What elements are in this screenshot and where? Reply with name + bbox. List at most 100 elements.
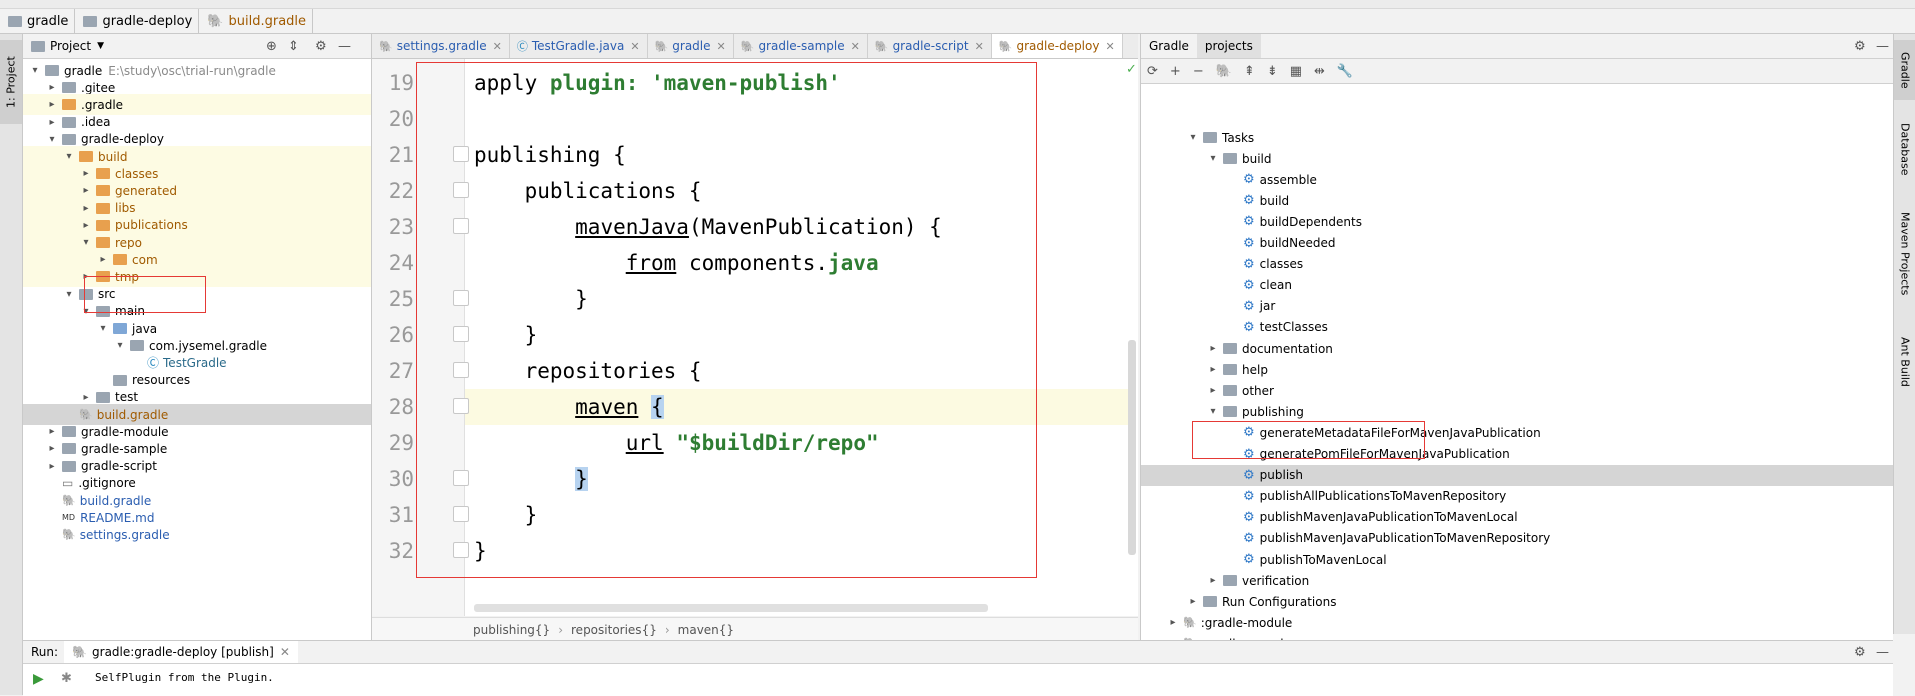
gradle-tree-item[interactable]: ⚙publishMavenJavaPublicationToMavenLocal	[1141, 507, 1893, 528]
chevron-icon[interactable]: ▸	[1210, 575, 1216, 587]
editor-crumb-repositories[interactable]: repositories{}	[571, 622, 657, 637]
tree-item[interactable]: ▸test	[23, 387, 371, 408]
close-icon[interactable]: ✕	[630, 39, 640, 53]
tree-item[interactable]: 🐘build.gradle	[23, 490, 371, 511]
chevron-icon[interactable]: ▾	[1190, 132, 1196, 143]
close-icon[interactable]: ✕	[974, 39, 984, 53]
hide-icon[interactable]: —	[1876, 644, 1889, 660]
chevron-icon[interactable]: ▸	[1170, 617, 1176, 629]
tree-item[interactable]: ▸generated	[23, 180, 371, 202]
expand-all-icon[interactable]: ⇞	[1243, 63, 1255, 79]
breadcrumb-item-gradle[interactable]: gradle	[0, 9, 76, 33]
collapse-all-icon[interactable]: ⇟	[1266, 63, 1278, 79]
gradle-tree-item[interactable]: ⚙jar	[1141, 296, 1893, 317]
gradle-tree-item[interactable]: ▸help	[1141, 359, 1893, 380]
locate-icon[interactable]: ⊕	[266, 38, 277, 54]
fold-marker[interactable]	[453, 326, 469, 342]
breadcrumb-item-build-gradle[interactable]: 🐘 build.gradle	[199, 9, 314, 33]
chevron-icon[interactable]: ▸	[83, 219, 89, 231]
editor-crumb-publishing[interactable]: publishing{}	[473, 622, 551, 637]
project-tool-window-tab[interactable]: 1: Project	[0, 40, 22, 124]
close-icon[interactable]: ✕	[279, 645, 290, 659]
editor-tab[interactable]: 🐘gradle-deploy✕	[991, 34, 1123, 58]
chevron-icon[interactable]: ▾	[1210, 153, 1216, 165]
ant-build-tool-window-tab[interactable]: Ant Build	[1898, 336, 1912, 387]
gradle-tree-item[interactable]: ▸verification	[1141, 570, 1893, 591]
fold-marker[interactable]	[453, 146, 469, 162]
close-icon[interactable]: ✕	[716, 39, 726, 53]
fold-marker[interactable]	[453, 542, 469, 558]
chevron-icon[interactable]: ▾	[117, 340, 123, 352]
gradle-tree-item[interactable]: ▸documentation	[1141, 338, 1893, 359]
chevron-icon[interactable]: ▸	[83, 168, 89, 180]
fold-marker[interactable]	[453, 362, 469, 378]
chevron-icon[interactable]: ▾	[66, 151, 72, 162]
editor-tab[interactable]: 🐘gradle-sample✕	[734, 34, 868, 58]
chevron-icon[interactable]: ▸	[1190, 596, 1196, 608]
tree-item[interactable]: ▸gradle-module	[23, 421, 371, 442]
gear-icon[interactable]: ⚙	[1854, 644, 1866, 660]
gradle-tree-item[interactable]: ⚙assemble	[1141, 169, 1893, 190]
fold-marker[interactable]	[453, 470, 469, 486]
gradle-tool-window-tab[interactable]: Gradle	[1894, 40, 1915, 100]
tree-item[interactable]: ▾main	[23, 301, 371, 322]
chevron-icon[interactable]: ▾	[83, 237, 89, 248]
gradle-tree-item[interactable]: ⚙buildNeeded	[1141, 233, 1893, 254]
fold-marker[interactable]	[453, 398, 469, 414]
chevron-icon[interactable]: ▸	[49, 443, 55, 455]
tree-item[interactable]: ▸classes	[23, 163, 371, 185]
tab-projects[interactable]: projects	[1196, 34, 1261, 58]
tree-item[interactable]: ▸.gradle	[23, 94, 371, 116]
tree-item[interactable]: resources	[23, 370, 371, 391]
gradle-tree-item[interactable]: ⚙build	[1141, 190, 1893, 211]
gradle-tree-item[interactable]: ⚙clean	[1141, 275, 1893, 296]
gradle-tree-item[interactable]: ⚙publishMavenJavaPublicationToMavenRepos…	[1141, 528, 1893, 549]
tree-item[interactable]: ▸.idea	[23, 112, 371, 133]
chevron-icon[interactable]: ▸	[83, 391, 89, 403]
chevron-icon[interactable]: ▾	[32, 65, 38, 76]
gradle-tree-item[interactable]: ▸other	[1141, 380, 1893, 401]
editor-tab[interactable]: 🐘settings.gradle✕	[372, 34, 510, 58]
tree-item[interactable]: 🐘settings.gradle	[23, 524, 371, 545]
rerun-icon[interactable]: ▶	[33, 671, 44, 687]
gradle-tree-item[interactable]: ▾build	[1141, 148, 1893, 169]
group-icon[interactable]: ▦	[1289, 63, 1303, 79]
chevron-icon[interactable]: ▸	[1210, 343, 1216, 354]
tree-item[interactable]: ▾com.jysemel.gradle	[23, 335, 371, 356]
gradle-tree-item[interactable]: ⚙testClasses	[1141, 317, 1893, 338]
chevron-icon[interactable]: ▾	[83, 305, 89, 317]
gradle-tree-item[interactable]: ▾publishing	[1141, 401, 1893, 422]
chevron-icon[interactable]: ▸	[49, 460, 55, 472]
chevron-icon[interactable]: ▸	[83, 185, 89, 197]
close-icon[interactable]: ✕	[492, 39, 502, 53]
tree-item[interactable]: ▾repo	[23, 232, 371, 253]
tree-item[interactable]: ▾java	[23, 318, 371, 339]
tree-item[interactable]: ▸com	[23, 249, 371, 271]
gradle-tree-item[interactable]: ⚙generateMetadataFileForMavenJavaPublica…	[1141, 422, 1893, 443]
offline-icon[interactable]: ⇹	[1314, 63, 1325, 79]
gradle-tree-item[interactable]: ▸🐘:gradle-sample	[1141, 633, 1893, 640]
chevron-icon[interactable]: ▸	[100, 254, 106, 266]
refresh-icon[interactable]: ⟳	[1147, 63, 1158, 79]
chevron-icon[interactable]: ▸	[49, 82, 55, 94]
editor-crumb-maven[interactable]: maven{}	[677, 622, 735, 637]
gradle-tree-item[interactable]: ⚙publishToMavenLocal	[1141, 549, 1893, 570]
chevron-icon[interactable]: ▸	[1210, 385, 1216, 397]
maven-projects-tool-window-tab[interactable]: Maven Projects	[1898, 212, 1912, 296]
gradle-tree-item[interactable]: ▾Tasks	[1141, 127, 1893, 148]
tree-item[interactable]: ▾gradle-deploy	[23, 129, 371, 150]
gradle-tree-item[interactable]: ⚙generatePomFileForMavenJavaPublication	[1141, 444, 1893, 465]
fold-marker[interactable]	[453, 290, 469, 306]
hide-icon[interactable]: —	[338, 38, 351, 54]
close-icon[interactable]: ✕	[1105, 39, 1115, 53]
project-view-selector[interactable]: Project	[50, 39, 92, 53]
gradle-tree-item[interactable]: ⚙publish	[1141, 464, 1893, 486]
chevron-icon[interactable]: ▸	[1210, 364, 1216, 376]
chevron-icon[interactable]: ▾	[66, 288, 72, 300]
gear-icon[interactable]: ⚙	[1854, 38, 1866, 54]
tree-item[interactable]: ▸libs	[23, 197, 371, 219]
tree-item[interactable]: ▾src	[23, 284, 371, 305]
